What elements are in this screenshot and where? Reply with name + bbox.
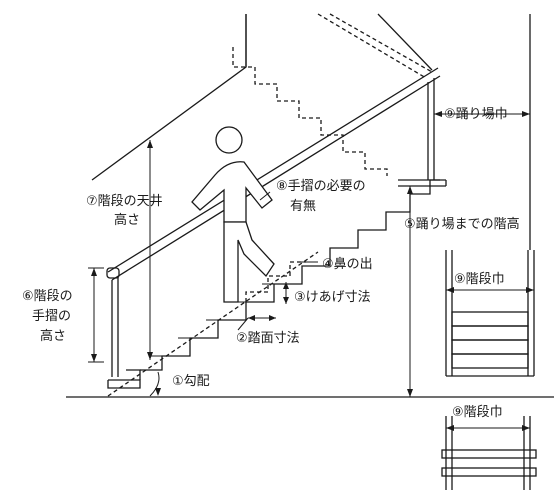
leader-8 (259, 191, 271, 201)
upper-stair-dashed (232, 47, 388, 176)
label-handrail-height-line2: 手摺の (32, 309, 71, 324)
arrow-2-left (248, 315, 255, 321)
step-1 (126, 369, 141, 380)
arrow-3-top (283, 282, 289, 289)
upper-ceiling-line (377, 13, 433, 71)
label-handrail-height-line3: 高さ (40, 328, 66, 344)
ceiling-soffit-line (91, 14, 247, 181)
label-handrail-need-line1: ⑧手摺の必要の (276, 179, 366, 194)
side-view-stair (445, 250, 535, 377)
label-tread: ②踏面寸法 (236, 331, 300, 346)
arrow-1 (155, 388, 161, 396)
arrow-6-top (91, 268, 97, 276)
riser-dashed-detail (245, 261, 306, 302)
arrow-6-bottom (91, 354, 97, 362)
handrail-top (107, 67, 439, 273)
arrow-5-top (407, 186, 413, 194)
slope-arc (149, 371, 160, 397)
arrow-9-left (434, 111, 442, 117)
upper-ceiling-dashed-2 (329, 13, 433, 73)
arrow-7-bottom (147, 352, 153, 360)
handrail-bottom (111, 75, 441, 281)
label-handrail-need-line2: 有無 (290, 199, 316, 214)
handrail-end (106, 267, 120, 279)
upper-ceiling-dashed-1 (317, 13, 427, 79)
person-figure (191, 126, 275, 303)
label-riser: ③けあげ寸法 (294, 290, 371, 305)
label-stair-width-front: ⑨階段巾 (452, 405, 503, 420)
arrow-5-bottom (407, 389, 413, 397)
front-view-stair (441, 416, 537, 490)
arrow-3-bottom (283, 297, 289, 304)
label-stair-width-side: ⑨階段巾 (454, 272, 505, 287)
stair-soffit-dashed (107, 251, 319, 397)
arrow-7-top (147, 140, 153, 148)
label-nosing: ④鼻の出 (322, 256, 373, 272)
label-handrail-height-line1: ⑥階段の (22, 289, 73, 304)
leader-2 (237, 317, 249, 331)
bottom-step (107, 379, 141, 389)
label-landing-width: ⑨踊り場巾 (444, 107, 508, 122)
arrow-2-right (269, 315, 276, 321)
label-slope: ①勾配 (172, 374, 210, 389)
arrow-9-right (522, 111, 530, 117)
label-ceiling-height-line1: ⑦階段の天井 (86, 194, 163, 209)
label-landing-height: ⑤踊り場までの階高 (404, 216, 520, 232)
label-ceiling-height-line2: 高さ (114, 212, 140, 228)
